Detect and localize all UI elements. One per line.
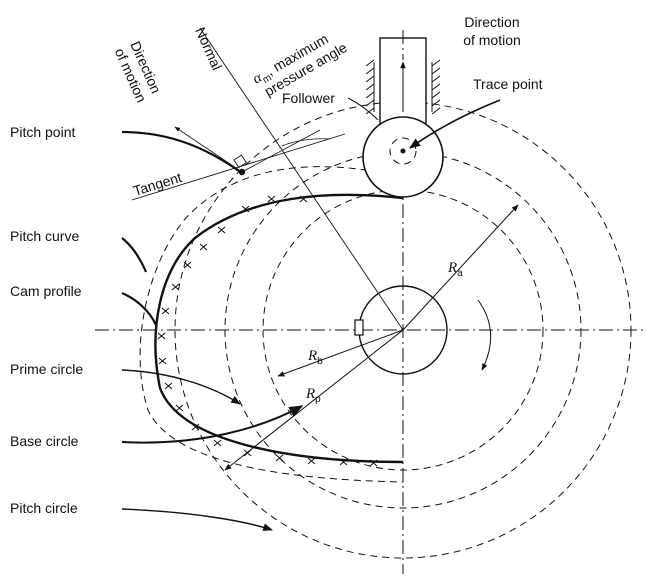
base-circle [262, 189, 544, 471]
rp-label: Rp [305, 386, 321, 405]
normal-label-group: Normal [192, 25, 225, 73]
pitch-curve-leader [121, 237, 148, 273]
ra-label: Ra [447, 260, 463, 279]
base-circle-label: Base circle [10, 433, 79, 449]
normal-label: Normal [192, 25, 225, 73]
pressure-angle-arc-2 [281, 138, 331, 147]
rb-symbol: R [307, 348, 317, 364]
cam-profile-leader [121, 291, 157, 326]
prime-circle-label: Prime circle [10, 361, 83, 377]
follower-guide-left [365, 59, 375, 115]
rb-subscript: b [317, 356, 323, 367]
rb-label: Rb [307, 348, 323, 367]
prime-circle-leader [121, 369, 241, 405]
ra-subscript: a [457, 268, 463, 279]
tangent-label: Tangent [131, 169, 183, 199]
roller-pin [389, 137, 417, 165]
rp-subscript: p [315, 394, 321, 405]
direction-of-motion-left-label-group: Direction of motion [112, 39, 165, 105]
ra-radius-line [402, 204, 519, 331]
follower-label: Follower [282, 90, 335, 106]
trace-point-label: Trace point [473, 76, 543, 92]
hub-keyway [354, 319, 364, 336]
pitch-circle-leader [121, 508, 273, 531]
profile-tick-marks [157, 195, 378, 467]
direction-of-motion-top-label-2: of motion [463, 32, 521, 48]
trace-point-dot [400, 148, 406, 154]
pitch-point-dot [238, 168, 246, 176]
rp-symbol: R [305, 386, 315, 402]
ra-symbol: R [447, 260, 457, 276]
pitch-point-leader [121, 130, 240, 172]
follower-leader [347, 97, 379, 121]
right-angle-mark [233, 154, 247, 169]
pitch-circle-label: Pitch circle [10, 500, 78, 516]
direction-of-motion-top-label: Direction [464, 14, 519, 30]
pressure-angle-arc [241, 129, 321, 173]
cam-profile-label: Cam profile [10, 283, 82, 299]
pitch-curve-label: Pitch curve [10, 228, 79, 244]
normal-line [199, 27, 404, 331]
rp-radius-line [224, 329, 404, 471]
base-circle-leader [121, 405, 304, 444]
tangent-label-group: Tangent [131, 169, 183, 199]
pitch-point-label: Pitch point [10, 124, 75, 140]
trace-point-leader [409, 99, 501, 149]
roller [362, 116, 444, 198]
prime-circle [224, 151, 582, 509]
follower-guide-right [431, 59, 441, 115]
rotation-arrow [477, 299, 492, 371]
cam-profile [154, 193, 404, 464]
rb-radius-line [277, 329, 404, 377]
